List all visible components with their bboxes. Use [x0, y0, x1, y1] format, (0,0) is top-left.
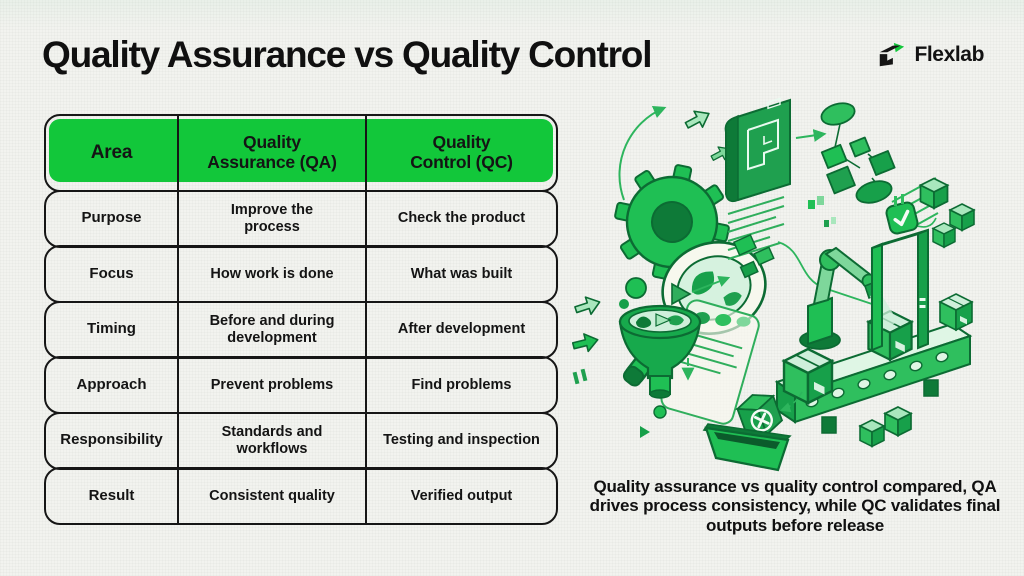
qc-value-cell: Testing and inspection	[383, 432, 540, 449]
brand-name: Flexlab	[914, 43, 984, 66]
table-row: Purpose Improve the process Check the pr…	[44, 189, 558, 248]
row-label-cell: Approach	[46, 358, 179, 412]
gear-icon	[614, 164, 730, 280]
blueprint-icon	[724, 97, 791, 203]
table-row: Responsibility Standards and workflows T…	[44, 411, 558, 470]
page-title: Quality Assurance vs Quality Control	[42, 34, 652, 75]
row-label-cell: Responsibility	[46, 413, 179, 468]
qc-value-cell: After development	[397, 321, 526, 338]
row-label-cell: Purpose	[46, 191, 179, 246]
comparison-table: Area Quality Assurance (QA) Quality Cont…	[44, 114, 558, 525]
check-gate-icon	[871, 194, 929, 352]
qa-value-cell: Consistent quality	[179, 469, 367, 523]
text-lines-icon	[727, 196, 785, 260]
curved-arrow-icon	[618, 105, 667, 201]
reject-bin-icon	[702, 391, 803, 472]
qc-value-cell: Check the product	[397, 210, 526, 227]
header-highlight	[49, 119, 553, 182]
qa-value-cell: How work is done	[179, 247, 367, 301]
row-label-cell: Focus	[46, 247, 179, 301]
package-box-icon	[939, 293, 973, 331]
diamond-notes-icon	[691, 233, 775, 293]
table-row: Timing Before and during development Aft…	[44, 300, 558, 359]
header-label: Assurance (QA)	[207, 152, 337, 172]
brand-logo: Flexlab	[876, 40, 984, 70]
flow-arrow-icon	[795, 129, 827, 142]
table-row: Approach Prevent problems Find problems	[44, 356, 558, 414]
qa-value-cell: Standards and workflows	[179, 413, 367, 468]
qc-value-cell: Find problems	[411, 376, 512, 393]
row-label-cell: Timing	[46, 302, 179, 357]
flexlab-mark-icon	[880, 42, 905, 67]
header-cell-area: Area	[46, 116, 179, 190]
header-label: Quality	[432, 132, 491, 153]
qa-value-cell: Before and during development	[179, 302, 367, 357]
qa-value-cell: Prevent problems	[179, 358, 367, 412]
header-label: Quality	[243, 132, 301, 153]
package-box-icon	[782, 347, 834, 405]
header-cell-qc: Quality Control (QC)	[367, 116, 556, 190]
table-row: Result Consistent quality Verified outpu…	[44, 467, 558, 525]
header-label: Area	[90, 142, 133, 164]
cube-icon	[884, 406, 912, 437]
flowchart-icon	[820, 102, 896, 204]
qc-value-cell: What was built	[410, 265, 513, 282]
qa-qc-process-illustration	[572, 97, 975, 472]
table-row: Focus How work is done What was built	[44, 245, 558, 303]
header-label: Control (QC)	[410, 152, 513, 172]
row-label-cell: Result	[46, 469, 179, 523]
illustration-caption: Quality assurance vs quality control com…	[589, 477, 1001, 535]
header-cell-qa: Quality Assurance (QA)	[179, 116, 367, 190]
table-header-row: Area Quality Assurance (QA) Quality Cont…	[44, 114, 558, 192]
qa-value-cell: Improve the process	[179, 191, 367, 246]
funnel-icon	[618, 277, 702, 438]
qc-value-cell: Verified output	[410, 487, 513, 504]
input-arrows-icon	[572, 292, 604, 385]
cube-icon	[859, 419, 885, 448]
